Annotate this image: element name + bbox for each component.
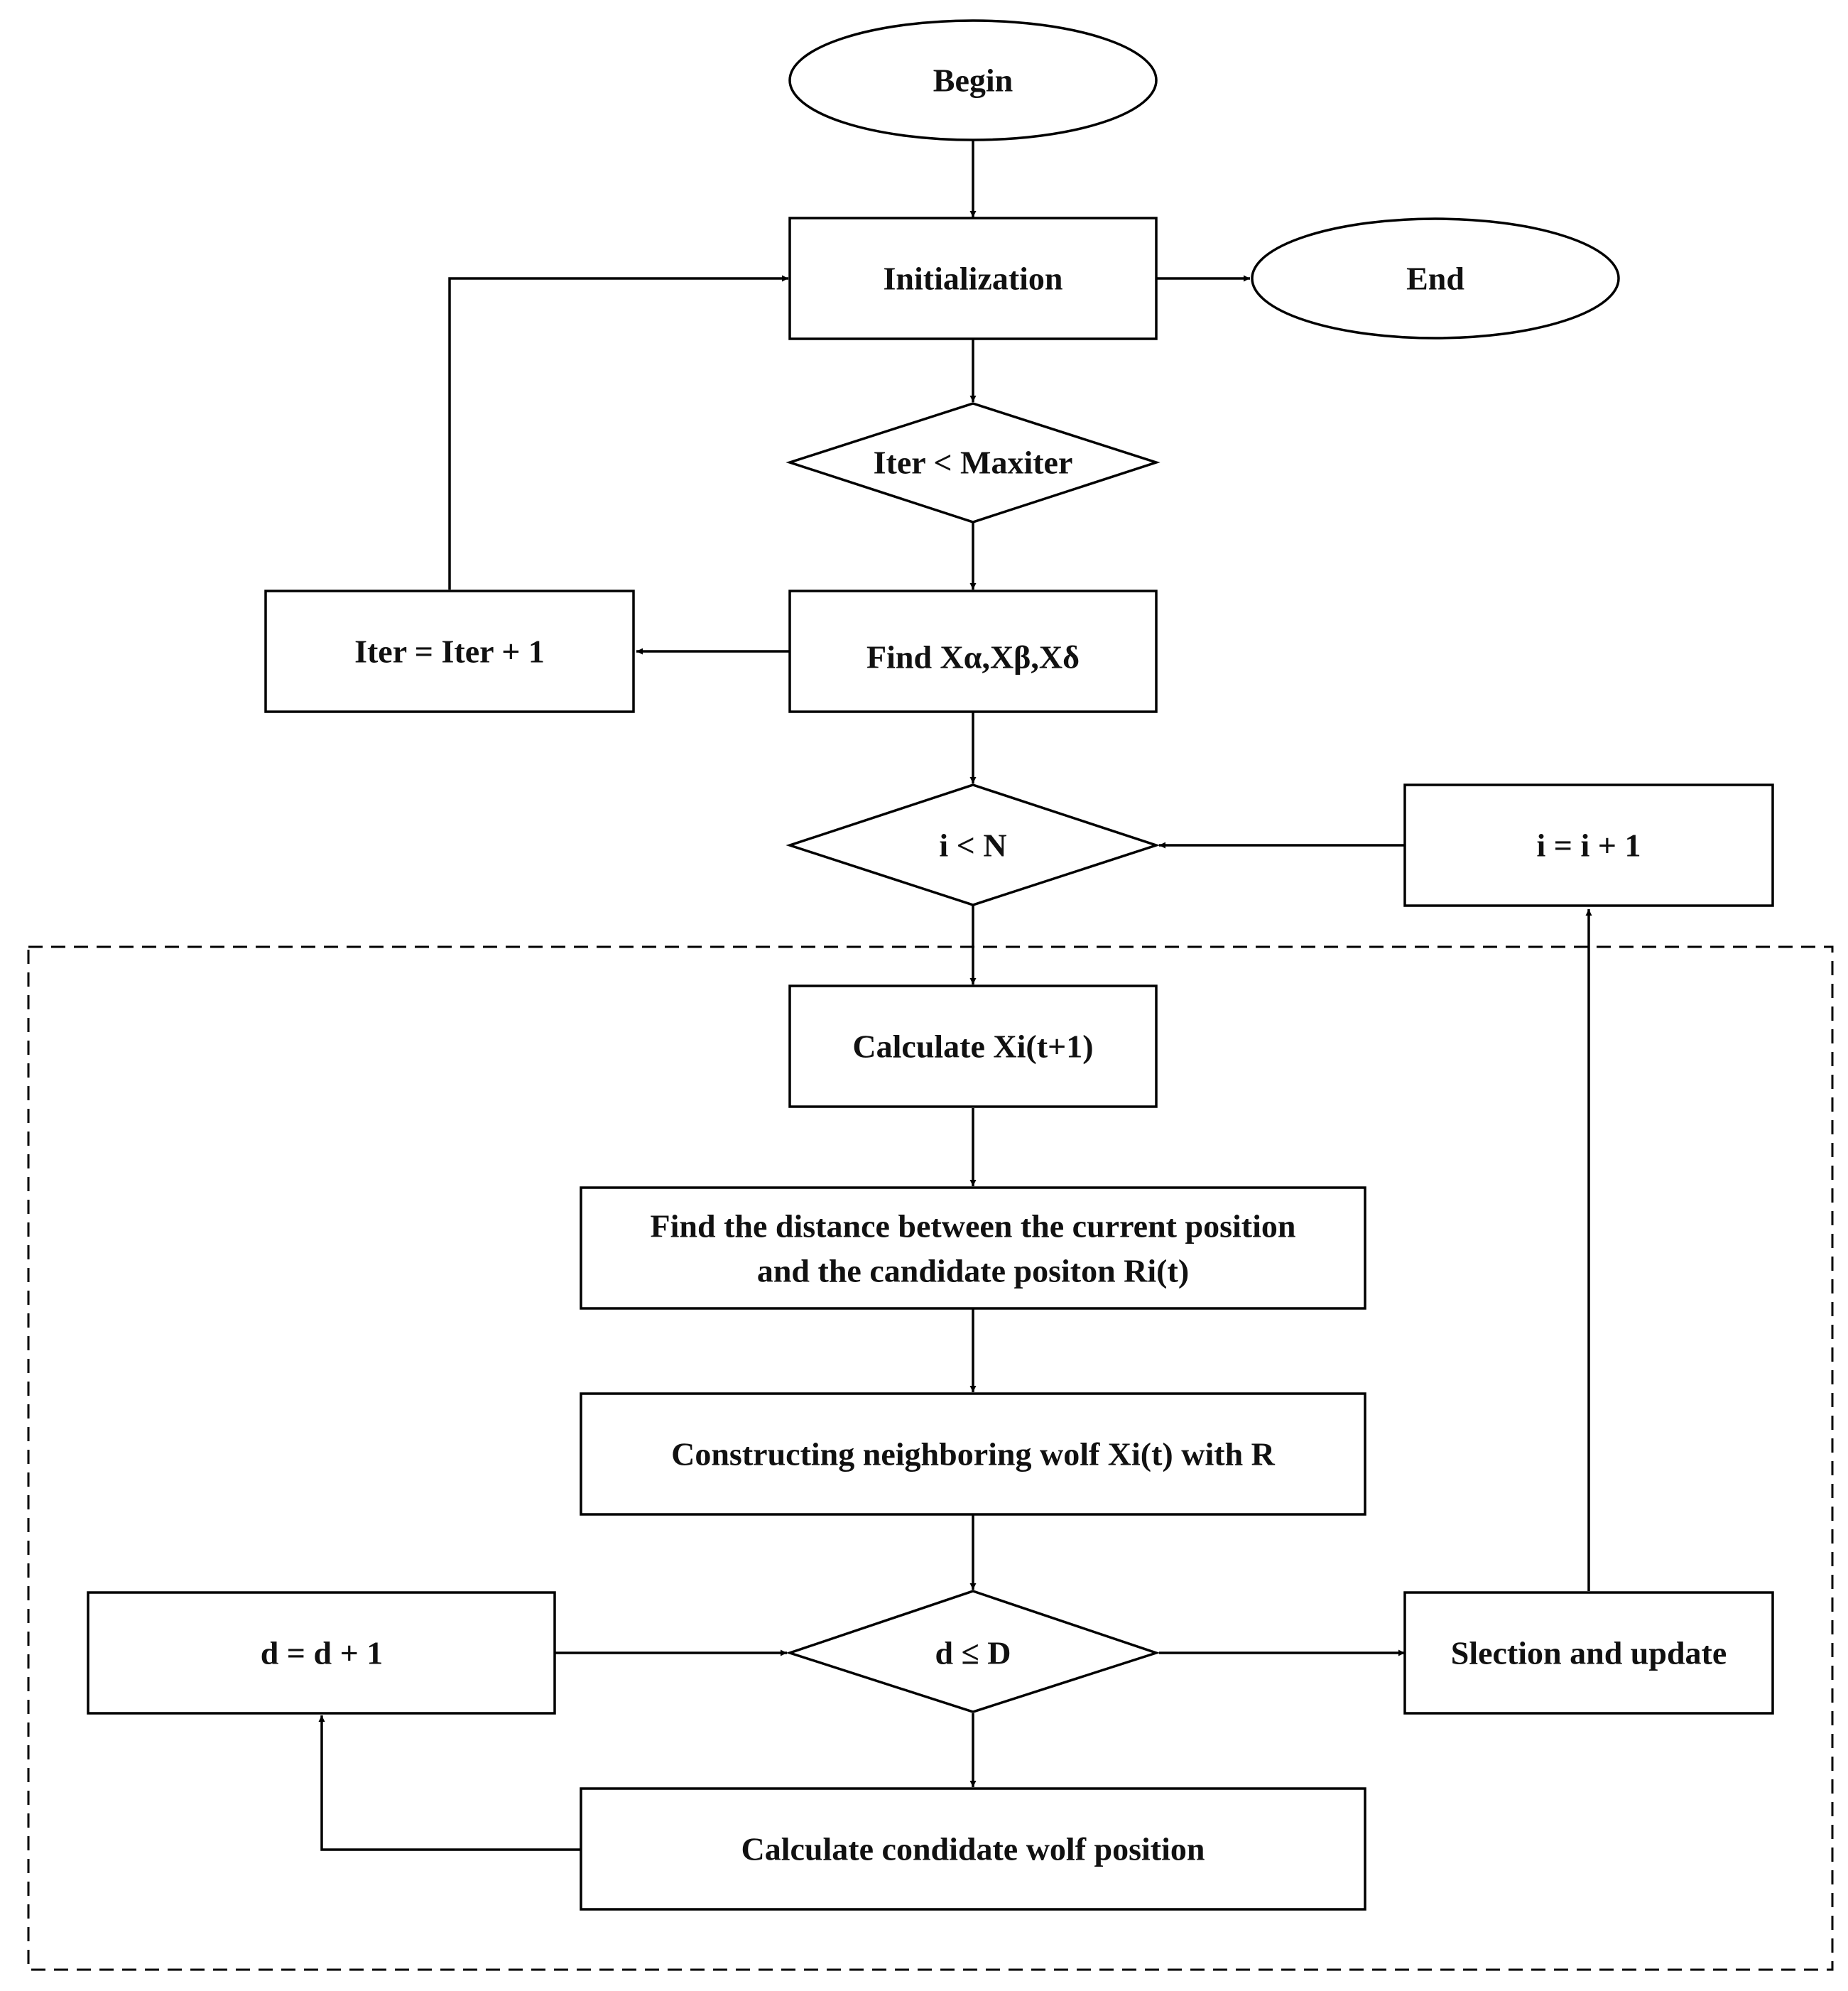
iter-condition-node: Iter < Maxiter: [786, 402, 1161, 523]
i-condition-label: i < N: [939, 828, 1006, 864]
construct-neighbor-node: Constructing neighboring wolf Xi(t) with…: [580, 1392, 1366, 1516]
calculate-xi-label: Calculate Xi(t+1): [852, 1029, 1093, 1065]
i-condition-node: i < N: [786, 783, 1161, 906]
begin-node: Begin: [788, 19, 1158, 141]
selection-update-node: Slection and update: [1403, 1591, 1774, 1715]
calc-candidate-node: Calculate condidate wolf position: [580, 1787, 1366, 1911]
calculate-xi-node: Calculate Xi(t+1): [788, 984, 1158, 1108]
i-increment-node: i = i + 1: [1403, 783, 1774, 907]
initialization-label: Initialization: [883, 261, 1062, 297]
begin-label: Begin: [933, 63, 1013, 99]
connectors: [318, 141, 1592, 1851]
find-distance-label-line2: and the candidate positon Ri(t): [757, 1253, 1189, 1289]
d-condition-node: d ≤ D: [786, 1590, 1161, 1713]
iter-increment-label: Iter = Iter + 1: [354, 634, 545, 670]
d-increment-label: d = d + 1: [261, 1635, 384, 1671]
inner-loop-region: [27, 945, 1834, 1971]
construct-neighbor-label: Constructing neighboring wolf Xi(t) with…: [671, 1436, 1276, 1472]
iter-increment-node: Iter = Iter + 1: [264, 590, 635, 713]
i-increment-label: i = i + 1: [1537, 828, 1641, 864]
find-leaders-node: Find Xα,Xβ,Xδ: [788, 590, 1158, 713]
end-label: End: [1406, 261, 1464, 297]
edge-candidate-to-d-inc: [318, 1715, 581, 1851]
d-increment-node: d = d + 1: [87, 1591, 556, 1715]
edge-iter-inc-to-init: [448, 275, 788, 590]
iter-condition-label: Iter < Maxiter: [874, 445, 1073, 481]
find-distance-label-line1: Find the distance between the current po…: [651, 1208, 1296, 1244]
find-distance-node: Find the distance between the current po…: [580, 1186, 1366, 1310]
selection-update-label: Slection and update: [1451, 1635, 1727, 1671]
initialization-node: Initialization: [788, 217, 1158, 340]
find-leaders-label: Find Xα,Xβ,Xδ: [866, 639, 1080, 676]
d-condition-label: d ≤ D: [935, 1635, 1011, 1671]
calc-candidate-label: Calculate condidate wolf position: [741, 1831, 1205, 1867]
end-node: End: [1251, 217, 1620, 340]
